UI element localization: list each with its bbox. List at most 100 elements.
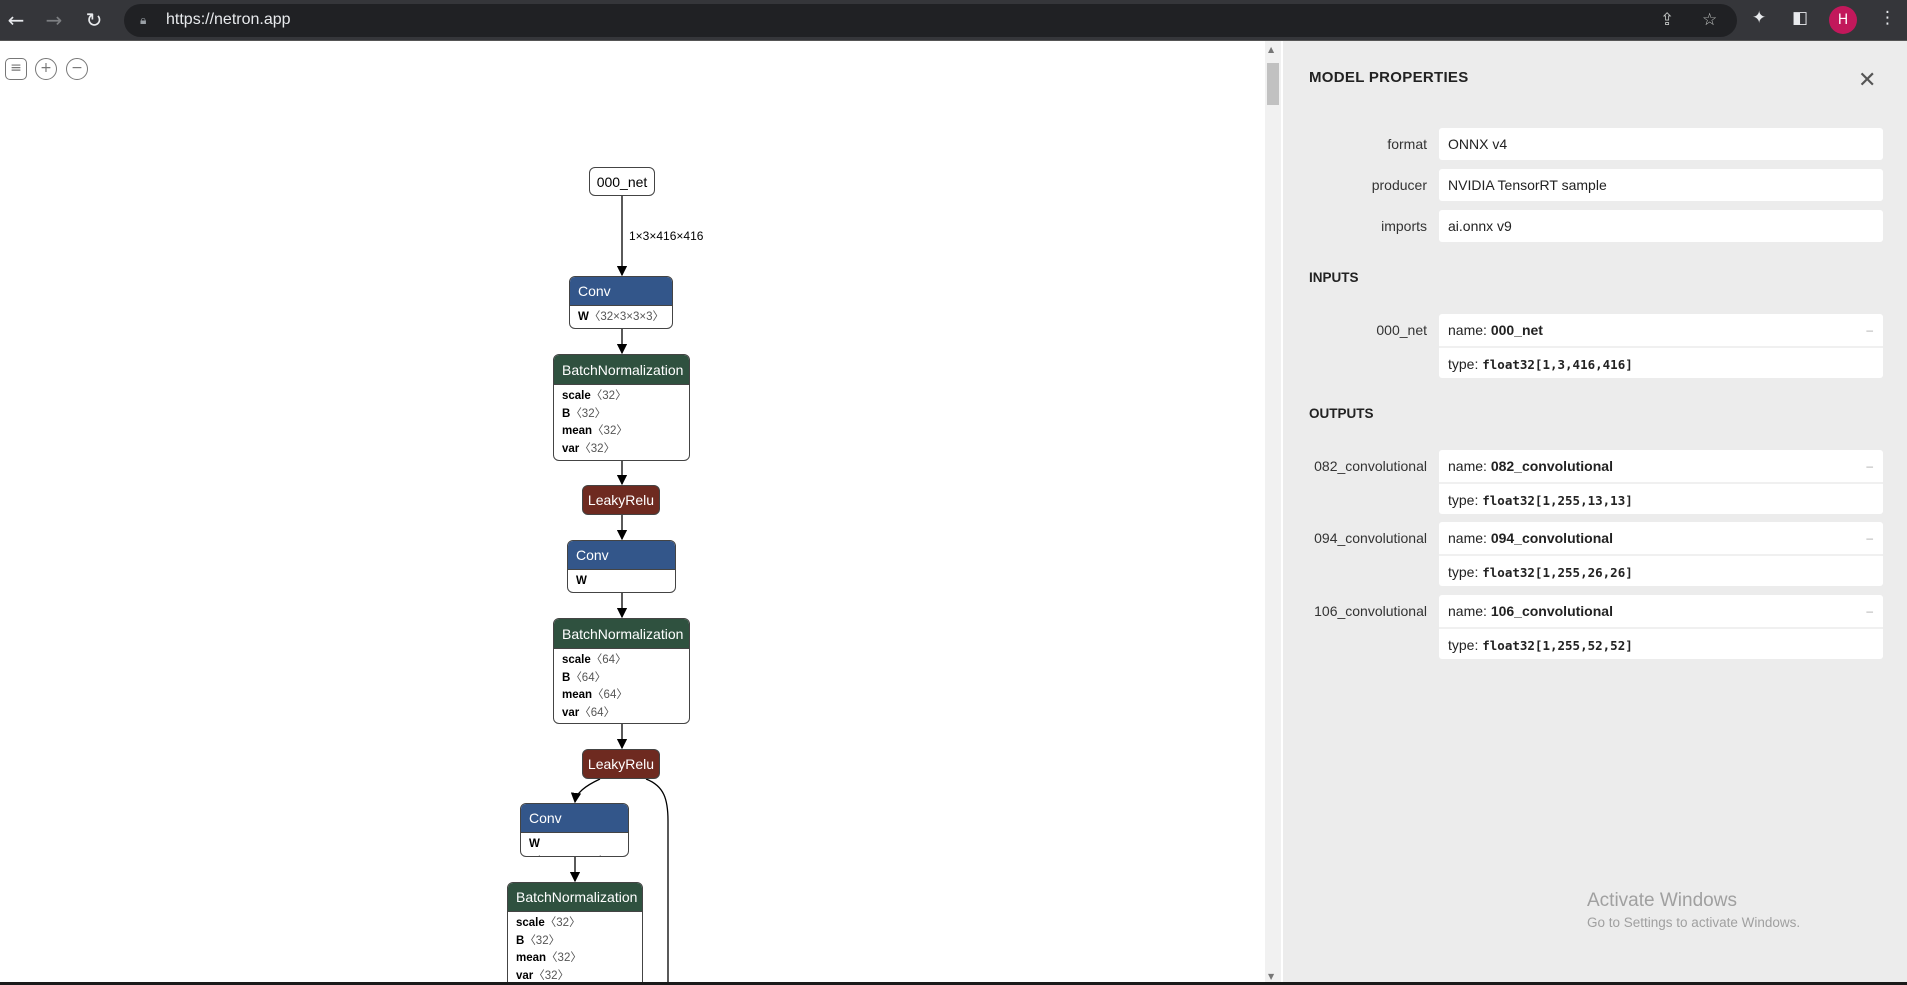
sidebar-menu-icon[interactable]: ≡ xyxy=(5,58,27,80)
type-prefix: type: xyxy=(1448,492,1483,508)
output-item[interactable]: name: 106_convolutional – type: float32[1… xyxy=(1439,595,1883,659)
node-type: BatchNormalization xyxy=(554,619,689,649)
value-text: NVIDIA TensorRT sample xyxy=(1448,177,1607,193)
output-type: float32[1,255,13,13] xyxy=(1482,493,1633,508)
input-node-000-net[interactable]: 000_net xyxy=(589,167,655,196)
url-text[interactable]: https://netron.app xyxy=(166,11,291,28)
model-properties-panel: MODEL PROPERTIES ✕ format ONNX v4 produc… xyxy=(1283,41,1907,985)
node-type: BatchNormalization xyxy=(554,355,689,385)
forward-icon[interactable]: → xyxy=(45,8,63,32)
property-label: imports xyxy=(1381,218,1427,234)
back-icon[interactable]: ← xyxy=(7,8,25,32)
scroll-up-icon[interactable]: ▲ xyxy=(1268,45,1275,54)
edge-label: 1×3×416×416 xyxy=(629,229,704,243)
attr-name: mean xyxy=(516,952,547,964)
attr-shape: 〈64〉 xyxy=(592,689,628,701)
attr-shape: 〈32〉 xyxy=(579,442,616,455)
property-value-format[interactable]: ONNX v4 xyxy=(1439,128,1883,160)
attr-shape: 〈32〉 xyxy=(570,407,607,420)
expand-toggle[interactable]: – xyxy=(1866,459,1873,473)
attr-name: B xyxy=(562,407,571,420)
watermark-title: Activate Windows xyxy=(1587,890,1737,911)
inputs-heading: INPUTS xyxy=(1309,270,1359,285)
outputs-heading: OUTPUTS xyxy=(1309,406,1374,421)
attr-shape: 〈32〉 xyxy=(590,390,627,402)
close-icon[interactable]: ✕ xyxy=(1858,67,1877,92)
browser-toolbar: ← → ↻ 🔒︎ https://netron.app ⇪ ☆ ✦ ◧ H ⋮ xyxy=(0,0,1907,41)
output-name: 094_convolutional xyxy=(1490,530,1613,546)
node-type: Conv xyxy=(570,277,672,306)
taskbar-edge xyxy=(0,982,1907,985)
name-prefix: name: xyxy=(1448,530,1491,546)
property-value-producer[interactable]: NVIDIA TensorRT sample xyxy=(1439,169,1883,201)
expand-toggle[interactable]: – xyxy=(1866,604,1873,618)
output-item[interactable]: name: 094_convolutional– type: float32[1… xyxy=(1439,522,1883,586)
node-batchnormalization[interactable]: BatchNormalization scale〈32〉 B〈32〉 mean〈… xyxy=(507,882,643,985)
windows-activation-watermark: Activate Windows Go to Settings to activ… xyxy=(1587,890,1800,930)
attr-shape: 〈32〉 xyxy=(592,425,628,437)
property-value-imports[interactable]: ai.onnx v9 xyxy=(1439,210,1883,242)
attr-name: W xyxy=(529,838,540,850)
input-item[interactable]: name: 000_net– type: float32[1,3,416,416… xyxy=(1439,314,1883,378)
zoom-in-icon[interactable]: + xyxy=(35,58,57,80)
attr-name: scale xyxy=(562,390,591,402)
attr-name: mean xyxy=(562,689,593,701)
attr-name: W xyxy=(578,311,589,323)
value-text: ONNX v4 xyxy=(1448,136,1508,152)
address-bar[interactable]: 🔒︎ https://netron.app ⇪ ☆ xyxy=(124,4,1737,37)
attr-name: scale xyxy=(516,917,545,929)
node-leakyrelu[interactable]: LeakyRelu xyxy=(582,485,660,515)
edge xyxy=(570,778,601,804)
type-prefix: type: xyxy=(1448,564,1483,580)
node-conv[interactable]: Conv W 〈64×32×3×3〉 xyxy=(567,540,676,593)
output-name: 106_convolutional xyxy=(1490,603,1613,619)
graph-canvas[interactable]: ≡ + − 1×3×416×416 000_net Conv W〈32×3×3×… xyxy=(0,41,1265,985)
side-panel-icon[interactable]: ◧ xyxy=(1792,8,1809,28)
output-label: 094_convolutional xyxy=(1314,530,1427,546)
attr-name: mean xyxy=(562,425,593,437)
output-item[interactable]: name: 082_convolutional– type: float32[1… xyxy=(1439,450,1883,514)
scroll-down-icon[interactable]: ▼ xyxy=(1268,972,1275,981)
node-type: Conv xyxy=(521,804,628,833)
share-icon[interactable]: ⇪ xyxy=(1660,10,1675,30)
type-prefix: type: xyxy=(1448,637,1483,653)
avatar[interactable]: H xyxy=(1829,6,1857,34)
star-icon[interactable]: ☆ xyxy=(1702,10,1718,30)
attr-shape: 〈32〉 xyxy=(546,952,582,964)
attr-shape: 〈32〉 xyxy=(533,969,570,982)
output-label: 082_convolutional xyxy=(1314,458,1427,474)
attr-shape: 〈32×64×1×1〉 xyxy=(529,856,611,857)
expand-toggle[interactable]: – xyxy=(1866,323,1873,337)
node-conv[interactable]: Conv W 〈32×64×1×1〉 xyxy=(520,803,629,857)
input-name: 000_net xyxy=(1490,322,1543,338)
node-batchnormalization[interactable]: BatchNormalization scale〈64〉 B〈64〉 mean〈… xyxy=(553,618,690,724)
name-prefix: name: xyxy=(1448,603,1491,619)
attr-shape: 〈64〉 xyxy=(590,654,627,666)
name-prefix: name: xyxy=(1448,322,1491,338)
zoom-out-icon[interactable]: − xyxy=(66,58,88,80)
menu-kebab-icon[interactable]: ⋮ xyxy=(1879,8,1896,28)
input-label: 000_net xyxy=(1376,322,1427,338)
scroll-thumb[interactable] xyxy=(1267,63,1279,105)
attr-name: W xyxy=(576,575,587,587)
extensions-icon[interactable]: ✦ xyxy=(1752,8,1767,28)
lock-icon: 🔒︎ xyxy=(140,13,147,27)
node-leakyrelu[interactable]: LeakyRelu xyxy=(582,749,660,779)
value-text: ai.onnx v9 xyxy=(1448,218,1512,234)
node-batchnormalization[interactable]: BatchNormalization scale〈32〉 B〈32〉 mean〈… xyxy=(553,354,690,461)
reload-icon[interactable]: ↻ xyxy=(85,8,103,32)
attr-name: var xyxy=(516,969,534,982)
attr-name: B xyxy=(516,934,525,947)
attr-shape: 〈64×32×3×3〉 xyxy=(576,593,658,594)
node-type: Conv xyxy=(568,541,675,570)
output-name: 082_convolutional xyxy=(1490,458,1613,474)
attr-name: scale xyxy=(562,654,591,666)
node-conv[interactable]: Conv W〈32×3×3×3〉 xyxy=(569,276,673,329)
output-type: float32[1,255,52,52] xyxy=(1482,638,1633,653)
attr-shape: 〈32〉 xyxy=(544,917,581,929)
property-label: producer xyxy=(1371,177,1427,193)
attr-name: var xyxy=(562,706,580,719)
graph-scrollbar[interactable]: ▲ ▼ xyxy=(1265,41,1281,985)
expand-toggle[interactable]: – xyxy=(1866,531,1873,545)
attr-name: var xyxy=(562,442,580,455)
